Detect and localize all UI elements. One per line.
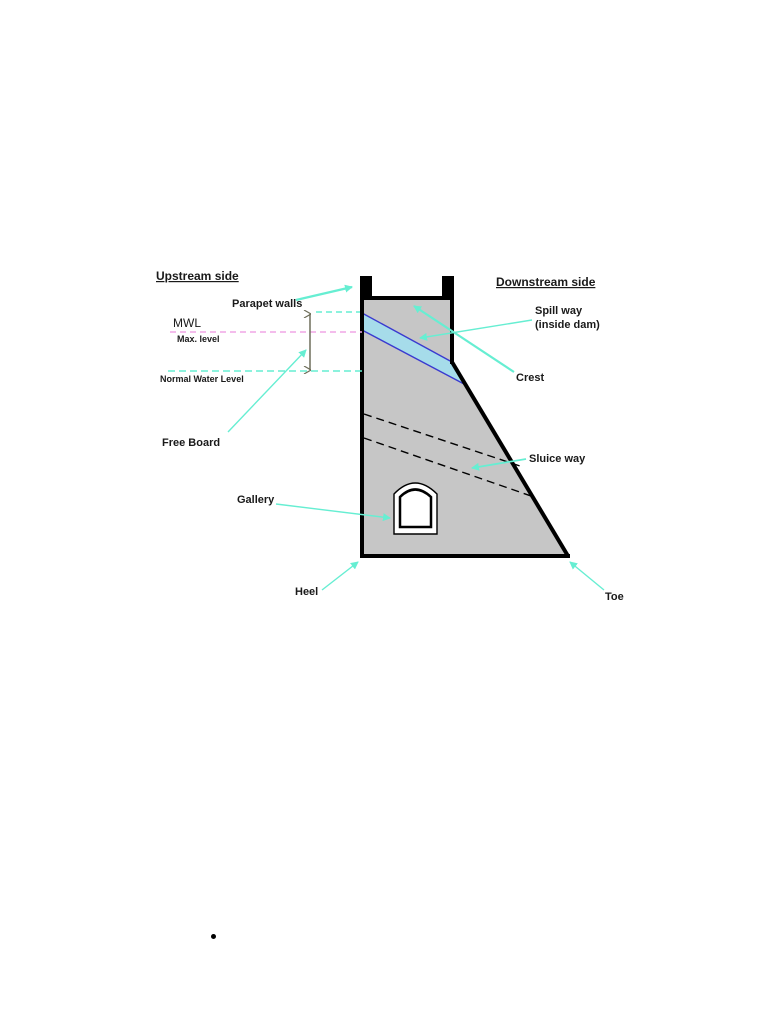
- mwl-label: MWL: [173, 316, 201, 330]
- gallery-label: Gallery: [237, 494, 275, 506]
- sluice-way-label: Sluice way: [529, 453, 586, 465]
- free-board-label: Free Board: [162, 437, 220, 449]
- list-bullet: [211, 934, 216, 939]
- gallery-pointer: [275, 503, 391, 522]
- spill-way-pointer: [419, 319, 533, 341]
- toe-label: Toe: [605, 591, 624, 603]
- toe-pointer: [569, 561, 605, 591]
- downstream-face: [450, 360, 570, 558]
- max-level-label: Max. level: [177, 334, 220, 344]
- spill-way-label: Spill way: [535, 305, 583, 317]
- parapet-walls-label: Parapet walls: [232, 298, 302, 310]
- crest-pointer: [413, 305, 515, 373]
- spill-way-sublabel: (inside dam): [535, 319, 600, 331]
- spillway-upper-edge: [361, 312, 453, 363]
- downstream-heading: Downstream side: [496, 275, 596, 289]
- spillway-channel: [362, 313, 464, 384]
- normal-water-level-label: Normal Water Level: [160, 374, 244, 384]
- parapet-wall-downstream: [442, 276, 454, 298]
- parapet-wall-upstream: [360, 276, 372, 298]
- free-board-pointer: [227, 349, 307, 433]
- sluice-way-lower: [363, 437, 535, 498]
- sluice-way-pointer: [471, 458, 527, 471]
- spillway-lower-edge: [361, 329, 465, 385]
- gallery-inner: [398, 488, 433, 529]
- crest-label: Crest: [516, 372, 544, 384]
- sluice-way-upper: [363, 413, 521, 467]
- parapet-walls-arrow: [295, 284, 353, 302]
- heel-pointer: [321, 561, 359, 591]
- upstream-heading: Upstream side: [156, 269, 239, 283]
- heel-label: Heel: [295, 586, 318, 598]
